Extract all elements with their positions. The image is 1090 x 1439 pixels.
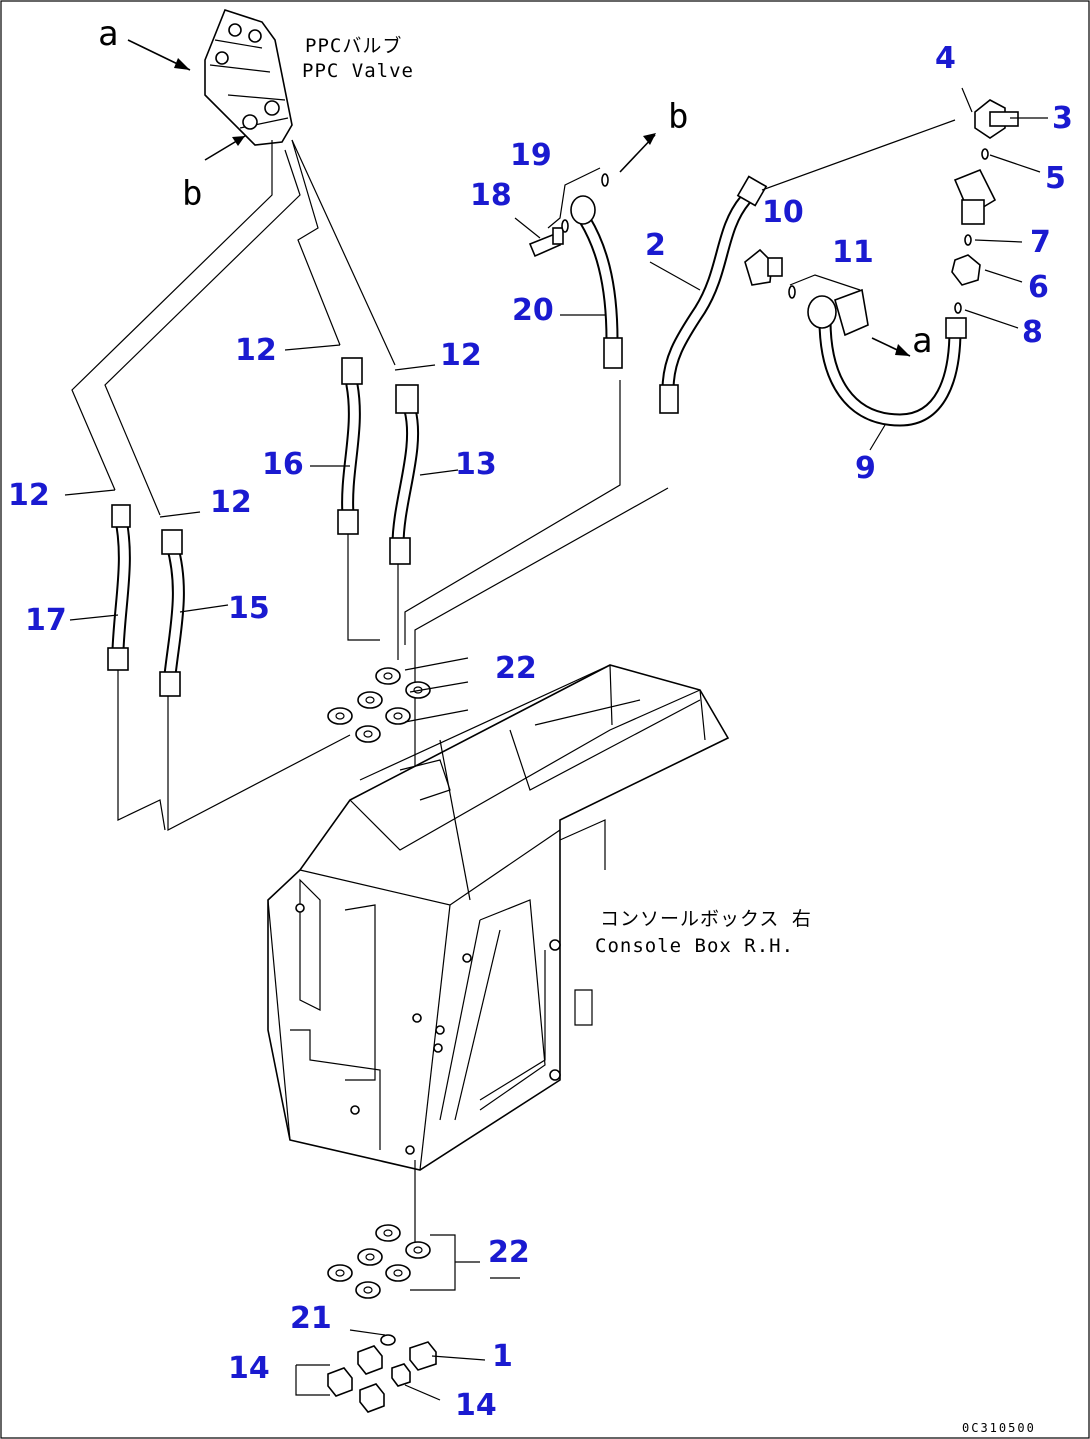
- ppc-valve-label-jp: PPCバルブ: [305, 34, 402, 57]
- hose-17: [107, 504, 166, 831]
- callout-21: 21: [290, 1301, 332, 1336]
- callout-19: 19: [510, 138, 552, 173]
- ppc-valve-label-en: PPC Valve: [302, 60, 414, 82]
- ppc-valve: [204, 9, 293, 146]
- callout-15: 15: [228, 591, 270, 626]
- hose-15: [159, 529, 351, 831]
- console-box: [267, 664, 730, 1171]
- callout-22-lower: 22: [488, 1235, 530, 1270]
- callout-6: 6: [1028, 270, 1049, 305]
- fitting-10: [744, 248, 783, 286]
- callout-3: 3: [1052, 101, 1073, 136]
- callout-1: 1: [492, 1339, 513, 1374]
- connection-letter-a-valve: a: [98, 14, 118, 54]
- hose-16: [337, 357, 380, 641]
- line-hose-16: [291, 139, 341, 346]
- callout-12-b: 12: [440, 338, 482, 373]
- connection-letter-a-lower: a: [912, 321, 932, 361]
- callout-14-right: 14: [455, 1388, 497, 1423]
- callout-16: 16: [262, 447, 304, 482]
- hose-13: [389, 384, 420, 660]
- callout-17: 17: [25, 603, 67, 638]
- nuts-lower: [295, 1329, 486, 1413]
- callout-13: 13: [455, 447, 497, 482]
- bolt-18: [528, 227, 564, 258]
- connection-letter-b-valve: b: [182, 174, 202, 214]
- console-box-label-jp: コンソールボックス 右: [600, 908, 812, 930]
- leader-2-to-4: [761, 119, 956, 191]
- leader-11: [789, 274, 861, 291]
- drawing-number: 0C310500: [962, 1421, 1036, 1435]
- callout-14-left: 14: [228, 1351, 270, 1386]
- callout-12-c: 12: [8, 478, 50, 513]
- callout-22-upper: 22: [495, 651, 537, 686]
- line-hose-13: [291, 139, 396, 366]
- hose-2: [659, 175, 768, 414]
- callout-20: 20: [512, 293, 554, 328]
- callout-11: 11: [832, 235, 874, 270]
- washers-22-upper: [327, 657, 469, 743]
- callout-12-d: 12: [210, 485, 252, 520]
- connection-letter-b-upper: b: [668, 97, 688, 137]
- line-hose-15: [104, 149, 301, 516]
- line-hose-17: [71, 140, 273, 491]
- callout-leaders: [64, 87, 1048, 621]
- callout-9: 9: [855, 451, 876, 486]
- line-hose-20: [404, 380, 621, 645]
- callout-7: 7: [1030, 225, 1051, 260]
- leader-19: [547, 167, 601, 229]
- callout-12-a: 12: [235, 333, 277, 368]
- washers-22-lower: [327, 1224, 520, 1299]
- callout-5: 5: [1045, 161, 1066, 196]
- fitting-5-group: [951, 148, 997, 314]
- callout-18: 18: [470, 178, 512, 213]
- hose-20: [570, 195, 623, 369]
- hose-9: [807, 288, 967, 427]
- console-box-label-en: Console Box R.H.: [595, 935, 794, 957]
- callout-10: 10: [762, 195, 804, 230]
- callout-8: 8: [1022, 315, 1043, 350]
- fitting-3: [974, 99, 1019, 139]
- callout-4: 4: [935, 41, 956, 76]
- callout-2: 2: [645, 228, 666, 263]
